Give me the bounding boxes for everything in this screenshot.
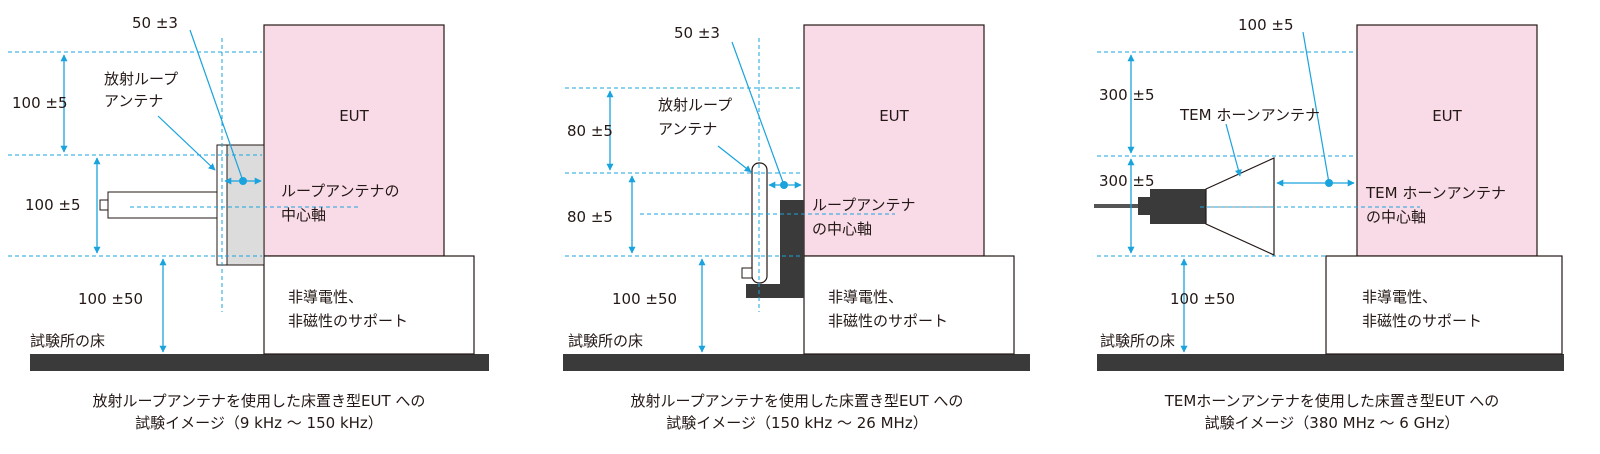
support-label-line1: 非導電性、 [1362,288,1437,306]
panel-3: EUT 非導電性、 非磁性のサポート 試験所の床 100 ±5 TEM ホーンア… [1094,16,1564,432]
support-label-line2: 非磁性のサポート [1362,312,1482,330]
leader-top-dim [1302,31,1330,184]
caption-line2: 試験イメージ（150 kHz ～ 26 MHz） [666,414,927,432]
dim-upper-label: 80 ±5 [567,122,613,140]
leader-top-dim [731,41,785,186]
dim-lower-label: 100 ±50 [1170,290,1235,308]
horn-base-body [1150,189,1206,224]
eut-box [803,24,985,257]
caption-line1: 放射ループアンテナを使用した床置き型EUT への [631,392,964,410]
antenna-label-line1: TEM ホーンアンテナ [1179,106,1320,124]
caption-line1: TEMホーンアンテナを使用した床置き型EUT への [1164,392,1500,410]
top-dim-label: 100 ±5 [1238,16,1294,34]
dim-lower-label: 100 ±50 [612,290,677,308]
loop-antenna-rod [107,191,218,219]
dim-middle-label: 80 ±5 [567,208,613,226]
floor-bar [30,354,489,371]
leader-antenna [717,145,752,173]
axis-label-line1: ループアンテナ [812,196,916,214]
support-label-line1: 非導電性、 [288,288,363,306]
floor-label: 試験所の床 [568,332,643,350]
antenna-stand-base [746,284,804,298]
support-box [263,255,475,355]
support-box [1325,255,1563,355]
antenna-label-line2: アンテナ [104,92,163,110]
panel-2: EUT 非導電性、 非磁性のサポート 試験所の床 50 ±3 放射ループ アンテ… [563,24,1030,432]
eut-label: EUT [879,107,909,125]
leader-antenna [157,115,216,171]
support-label-line2: 非磁性のサポート [828,312,948,330]
top-dim-label: 50 ±3 [674,24,720,42]
antenna-label-line1: 放射ループ [104,70,178,88]
dim-middle-label: 300 ±5 [1099,172,1155,190]
leader-top-dim [189,29,244,182]
eut-box [263,24,445,257]
caption-line2: 試験イメージ（9 kHz ～ 150 kHz） [135,414,383,432]
floor-bar [1097,354,1564,371]
floor-label: 試験所の床 [30,332,105,350]
dim-lower-label: 100 ±50 [78,290,143,308]
eut-box [1356,24,1538,257]
axis-label-line1: ループアンテナの [281,182,400,200]
loop-antenna-plate [216,144,228,266]
support-label-line1: 非導電性、 [828,288,903,306]
caption-line1: 放射ループアンテナを使用した床置き型EUT への [93,392,426,410]
loop-antenna-connector [99,199,109,211]
dim-middle-label: 100 ±5 [25,196,81,214]
horn-connector [1138,197,1150,215]
leader-antenna [1225,123,1242,177]
top-dim-label: 50 ±3 [132,14,178,32]
dim-upper-label: 100 ±5 [12,94,68,112]
caption-line2: 試験イメージ（380 MHz ～ 6 GHz） [1205,414,1460,432]
floor-label: 試験所の床 [1100,332,1175,350]
axis-label-line1: TEM ホーンアンテナ [1365,184,1506,202]
panel-1: EUT 非導電性、 非磁性のサポート 試験所の床 50 ±3 放射ループ アンテ… [8,14,489,432]
floor-bar [563,354,1030,371]
loop-antenna-connector [741,267,753,279]
antenna-label-line1: 放射ループ [658,96,732,114]
axis-label-line2: 中心軸 [281,206,326,224]
axis-label-line2: の中心軸 [812,220,872,238]
support-box [803,255,1015,355]
dim-upper-label: 300 ±5 [1099,86,1155,104]
eut-label: EUT [339,107,369,125]
support-label-line2: 非磁性のサポート [288,312,408,330]
antenna-label-line2: アンテナ [658,120,717,138]
antenna-stand-post [780,200,804,296]
eut-label: EUT [1432,107,1462,125]
loop-antenna-body [226,144,265,266]
axis-label-line2: の中心軸 [1366,208,1426,226]
